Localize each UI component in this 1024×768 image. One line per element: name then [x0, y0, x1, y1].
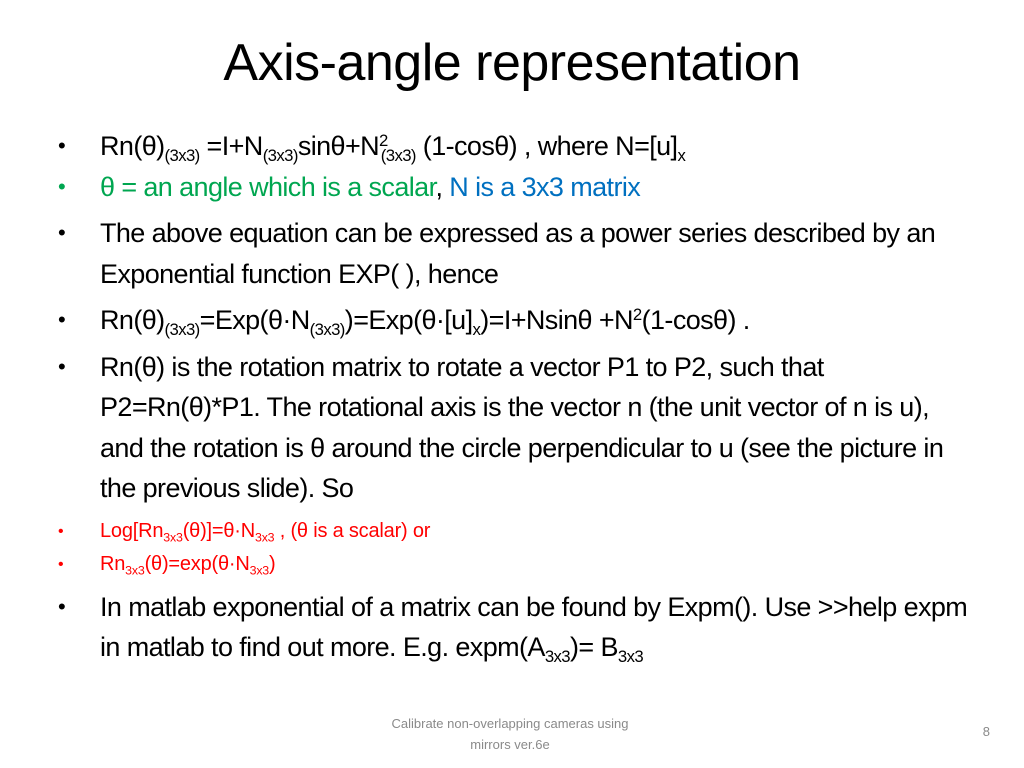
- bullet-icon: •: [58, 307, 66, 332]
- page-number: 8: [982, 724, 990, 739]
- bullet-exp-formula: • Rn3x3(θ)=exp(θ·N3x3): [58, 548, 978, 581]
- bullet-theta-definition: • θ = an angle which is a scalar, N is a…: [58, 167, 978, 208]
- bullet-icon: •: [58, 353, 66, 379]
- bullet-exponential-formula: • Rn(θ)(3x3)=Exp(θ·N(3x3))=Exp(θ·[u]x)=I…: [58, 300, 978, 341]
- bullet-icon: •: [58, 522, 64, 540]
- matrix-definition-text: N is a 3x3 matrix: [449, 171, 641, 202]
- bullet-matlab-expm: • In matlab exponential of a matrix can …: [58, 587, 978, 668]
- bullet-power-series: • The above equation can be expressed as…: [58, 213, 978, 294]
- bullet-log-formula: • Log[Rn3x3(θ)]=θ·N3x3 , (θ is a scalar)…: [58, 515, 978, 548]
- bullet-icon: •: [58, 133, 66, 158]
- bullet-icon: •: [58, 593, 66, 619]
- bullet-list: • Rn(θ)(3x3) =I+N(3x3)sinθ+N2(3x3) (1-co…: [58, 126, 978, 668]
- bullet-icon: •: [58, 555, 64, 573]
- footer-caption-line2: mirrors ver.6e: [470, 737, 550, 752]
- bullet-icon: •: [58, 220, 66, 245]
- bullet-rotation-explanation: • Rn(θ) is the rotation matrix to rotate…: [58, 347, 978, 509]
- theta-definition-text: θ = an angle which is a scalar: [100, 171, 436, 202]
- footer-caption: Calibrate non-overlapping cameras using …: [340, 713, 680, 755]
- footer-caption-line1: Calibrate non-overlapping cameras using: [391, 716, 629, 731]
- bullet-icon: •: [58, 173, 66, 199]
- bullet-rotation-formula: • Rn(θ)(3x3) =I+N(3x3)sinθ+N2(3x3) (1-co…: [58, 126, 978, 167]
- slide-title: Axis-angle representation: [223, 34, 801, 92]
